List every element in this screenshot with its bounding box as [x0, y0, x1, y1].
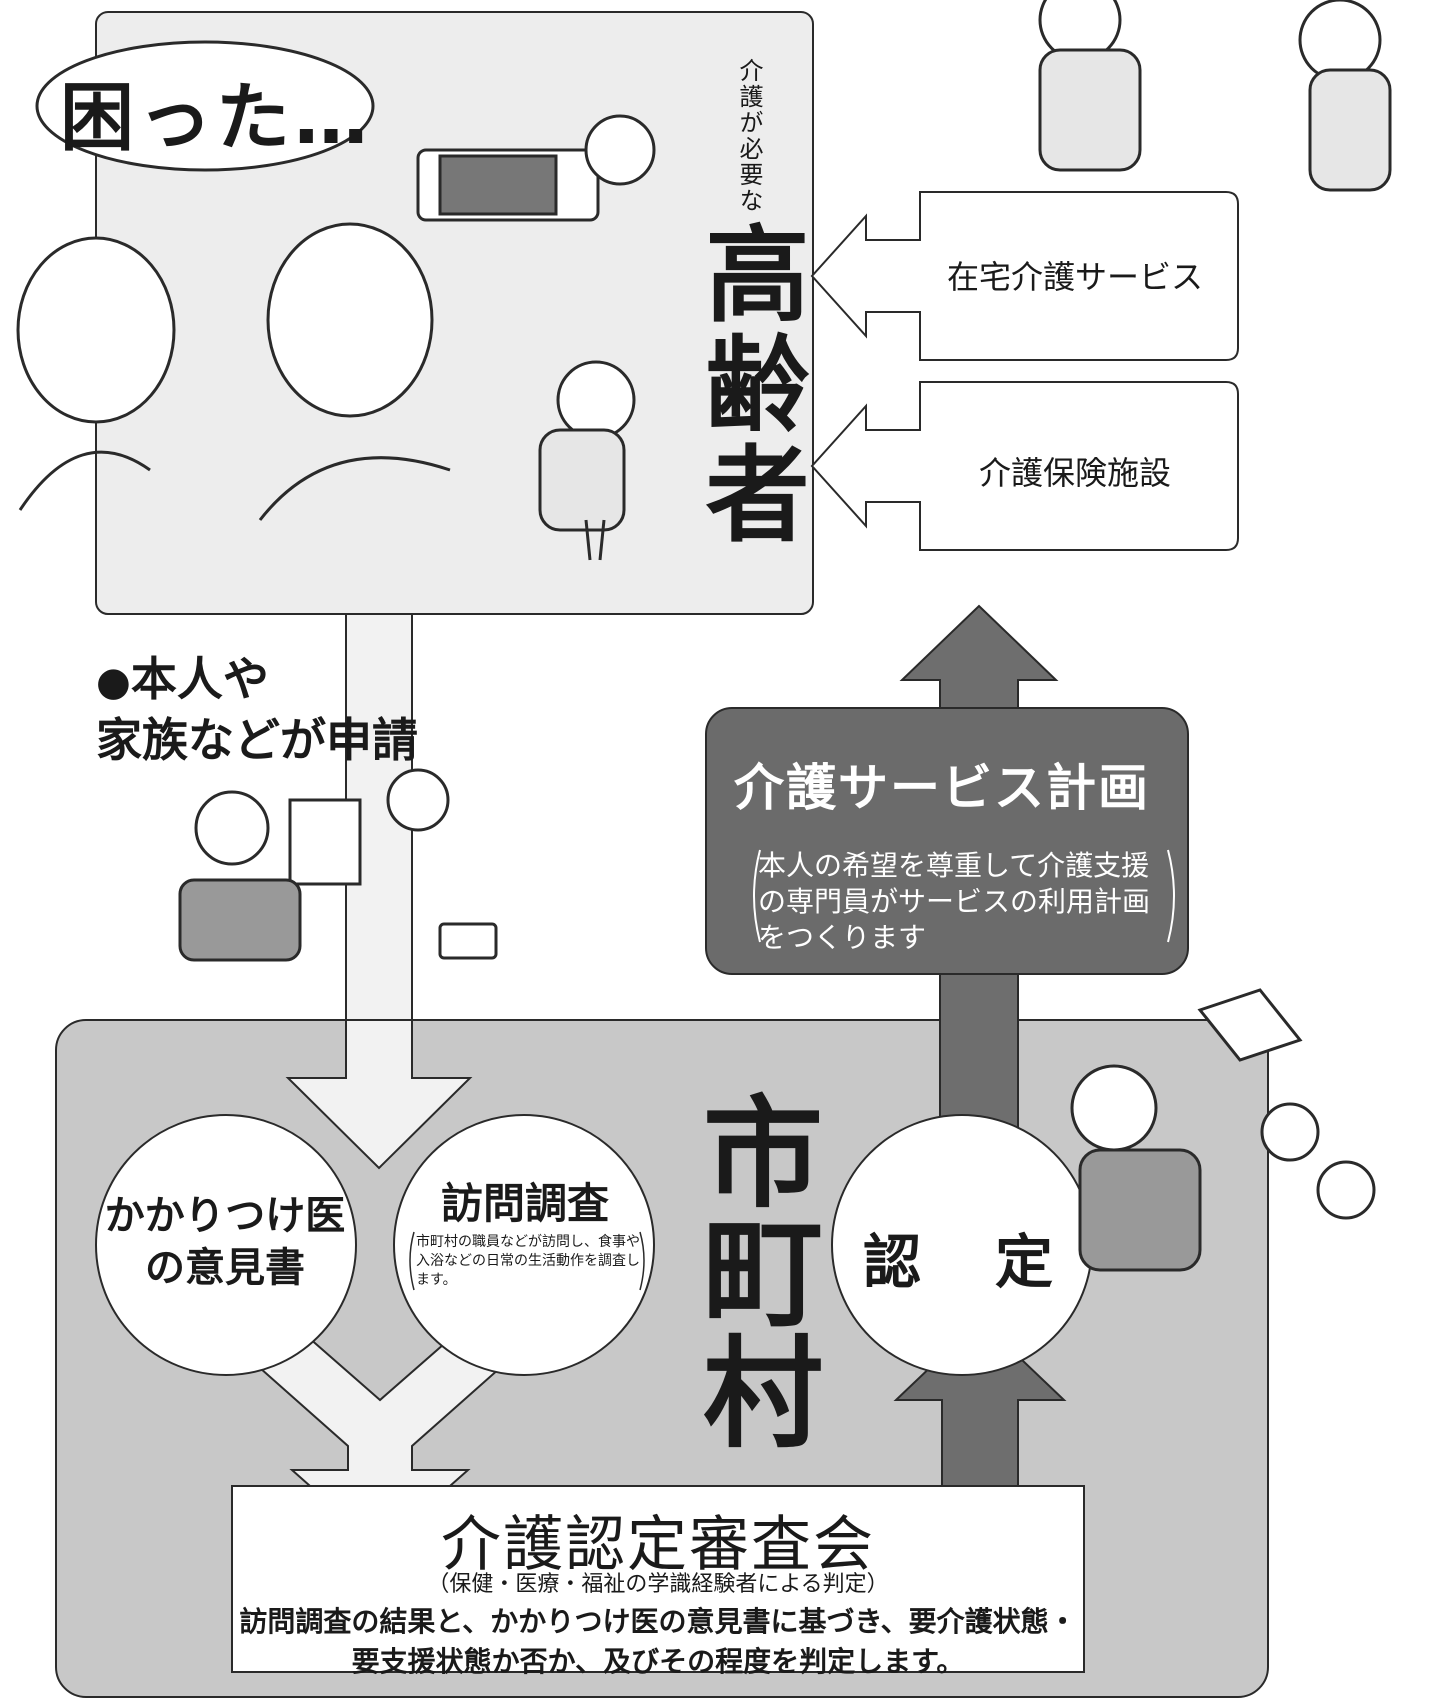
care-facility-label: 介護保険施設	[978, 454, 1171, 492]
review-board-description: 訪問調査の結果と、かかりつけ医の意見書に基づき、要介護状態・要支援状態か否か、及…	[239, 1605, 1077, 1678]
elderly-sub-label: 介護が必要な	[735, 58, 763, 214]
elder-with-cane-illustration	[538, 360, 636, 561]
care-plan-title: 介護サービス計画	[734, 759, 1150, 817]
home-care-arrow	[810, 191, 1239, 361]
home-care-service-label: 在宅介護サービス	[946, 258, 1203, 296]
care-plan-box	[705, 707, 1189, 975]
visit-survey-description: 市町村の職員などが訪問し、食事や入浴などの日常の生活動作を調査します。	[416, 1234, 640, 1288]
visit-survey-title: 訪問調査	[440, 1179, 609, 1228]
bedridden-elder-illustration	[416, 114, 656, 222]
care-plan-description: 本人の希望を尊重して介護支援の専門員がサービスの利用計画をつくります	[758, 849, 1151, 954]
visit-survey-circle	[393, 1114, 655, 1376]
trouble-bubble	[35, 40, 375, 172]
doctor-opinion-circle	[95, 1114, 357, 1376]
elderly-main-label: 高齢者	[687, 220, 809, 550]
application-line1: 本人や	[130, 652, 269, 706]
trouble-label: 困った…	[60, 75, 372, 161]
specialists-illustration	[1070, 988, 1376, 1272]
application-desk-illustration	[178, 768, 498, 962]
municipality-label: 市町村	[682, 1090, 821, 1450]
review-board-box	[231, 1485, 1085, 1673]
review-board-subtitle: （保健・医療・福祉の学識経験者による判定）	[427, 1572, 889, 1597]
review-board-title: 介護認定審査会	[441, 1510, 875, 1580]
doctor-opinion-label: かかりつけ医の意見書	[104, 1193, 346, 1291]
certification-label: 認 定	[862, 1228, 1061, 1296]
application-line2: 家族などが申請	[96, 713, 418, 767]
facility-arrow	[810, 381, 1239, 551]
application-arrow-tip	[285, 1019, 473, 1170]
bullet-icon: ●	[96, 659, 131, 705]
application-label: ●本人や 家族などが申請	[96, 650, 418, 769]
caregivers-illustration	[1038, 0, 1392, 192]
family-discussion-illustration	[16, 222, 451, 521]
